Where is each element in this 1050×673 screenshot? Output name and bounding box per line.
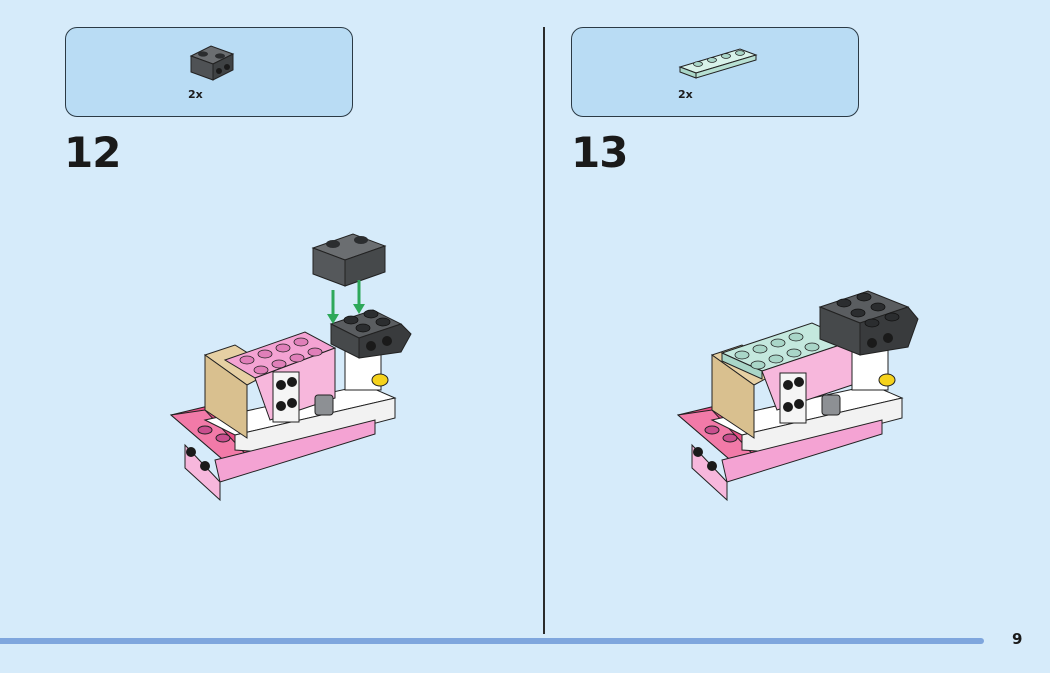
step-number-13: 13 [571,128,628,177]
parts-callout-step-13: 2x [571,27,859,117]
part-quantity: 2x [188,88,203,101]
step-divider [543,27,545,634]
build-illustration-step-13 [676,290,919,502]
light-aqua-plate-1x4-icon [678,48,758,79]
dark-grey-brick-1x2-icon [189,45,235,81]
build-illustration-step-12 [169,233,412,502]
footer-bar [0,638,984,644]
step-number-12: 12 [64,128,121,177]
parts-callout-step-12: 2x [65,27,353,117]
part-quantity: 2x [678,88,693,101]
page-number: 9 [1012,630,1023,648]
placement-arrow-icon [327,280,365,324]
